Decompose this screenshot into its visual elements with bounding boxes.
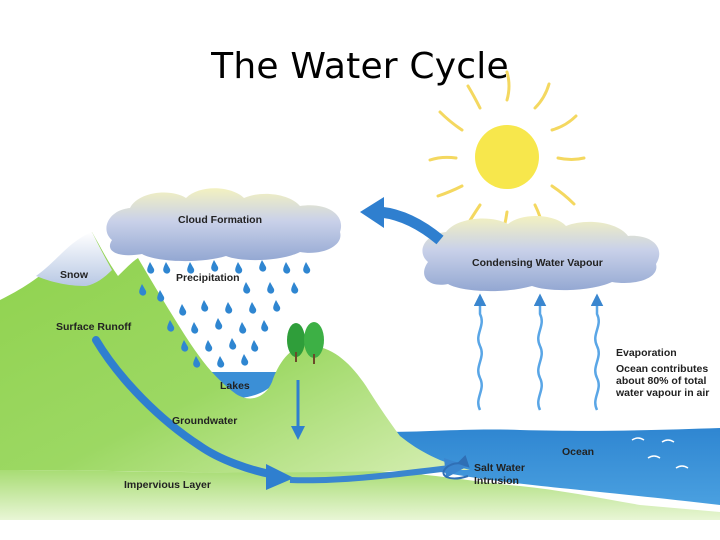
salt-water-label: Salt Water [474,462,525,474]
lakes-label: Lakes [220,380,250,392]
slide-title: The Water Cycle [211,46,509,87]
ocean-note-line3: water vapour in air [615,387,709,399]
ocean-waves [631,437,689,469]
salt-water-curl [442,454,470,480]
ocean-label: Ocean [562,446,594,458]
ocean-note-line1: Ocean contributes [616,363,708,375]
vapour-to-cloud-arrowhead [360,197,384,228]
lower-ground [0,470,720,520]
groundwater-label: Groundwater [172,415,237,427]
intrusion-label: Intrusion [474,475,519,487]
vapour-to-cloud-arrow [379,206,444,245]
impervious-layer-label: Impervious Layer [124,479,211,491]
precipitation-label: Precipitation [176,272,240,284]
ocean-note-line2: about 80% of total [616,375,707,387]
snow-cap [36,232,112,286]
sun-icon [428,70,586,240]
infiltration-arrowhead [291,426,305,440]
evaporation-arrows [473,293,604,411]
snow-label: Snow [60,269,89,281]
cloud-formation-label: Cloud Formation [178,214,262,226]
ocean [380,428,720,505]
cloud-formation-cloud [106,188,342,262]
surface-runoff-label: Surface Runoff [56,321,132,333]
trees-icon [287,322,324,364]
precipitation-drops [139,260,311,368]
lower-flow-arrowhead [444,458,468,478]
mountain-land [0,232,470,473]
evaporation-label: Evaporation [616,347,677,359]
groundwater-flow-arrow [92,336,274,478]
condensing-vapour-label: Condensing Water Vapour [472,257,603,269]
groundwater-arrowhead [266,464,294,490]
lower-flow-arrow [289,465,451,484]
condensing-vapour-cloud [422,215,660,292]
